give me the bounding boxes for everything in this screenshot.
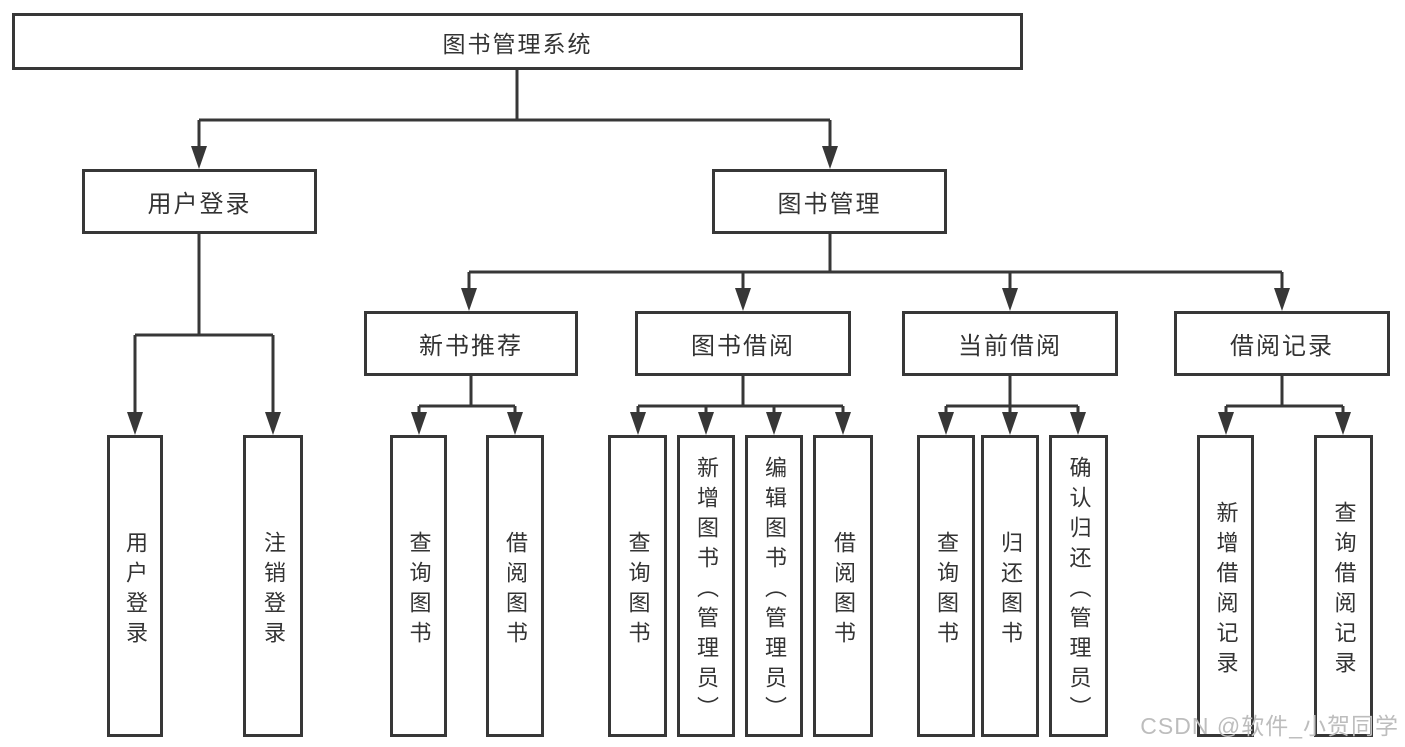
node-add-book-admin: 新增图书（管理员） xyxy=(677,435,735,737)
watermark: CSDN @软件_小贺同学 xyxy=(1140,713,1399,739)
node-query-books-borrowing: 查询图书 xyxy=(608,435,667,737)
node-new-book-recommendation: 新书推荐 xyxy=(364,311,578,376)
node-book-management-module: 图书管理 xyxy=(712,169,947,234)
node-query-books-recommend: 查询图书 xyxy=(390,435,447,737)
node-edit-book-admin: 编辑图书（管理员） xyxy=(745,435,803,737)
node-borrow-books-recommend: 借阅图书 xyxy=(486,435,544,737)
node-current-borrowing: 当前借阅 xyxy=(902,311,1118,376)
node-book-borrowing: 图书借阅 xyxy=(635,311,851,376)
node-query-books-current: 查询图书 xyxy=(917,435,975,737)
node-library-management-system: 图书管理系统 xyxy=(12,13,1023,70)
node-borrow-books: 借阅图书 xyxy=(813,435,873,737)
node-user-login-module: 用户登录 xyxy=(82,169,317,234)
node-add-borrow-record: 新增借阅记录 xyxy=(1197,435,1254,737)
node-borrowing-records: 借阅记录 xyxy=(1174,311,1390,376)
node-user-login: 用户登录 xyxy=(107,435,163,737)
node-logout: 注销登录 xyxy=(243,435,303,737)
node-return-books: 归还图书 xyxy=(981,435,1039,737)
node-query-borrow-record: 查询借阅记录 xyxy=(1314,435,1373,737)
node-confirm-return-admin: 确认归还（管理员） xyxy=(1049,435,1108,737)
arrowheads xyxy=(127,146,1351,435)
